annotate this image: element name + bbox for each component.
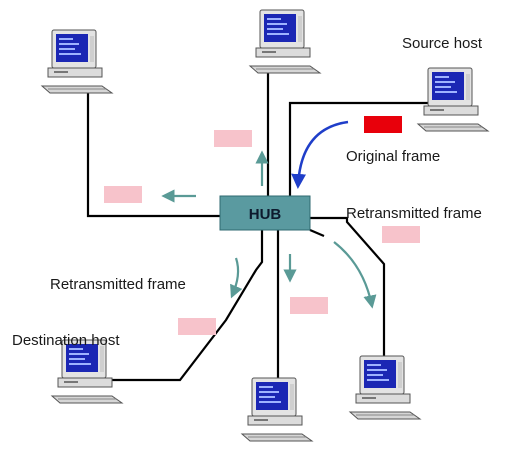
retransmitted-frame-bottom xyxy=(290,297,328,314)
cable-right-top xyxy=(310,216,386,375)
retransmit-arrow-right xyxy=(333,241,377,309)
retransmitted-frame-top xyxy=(214,130,252,147)
computer-source-host xyxy=(417,67,489,132)
retransmitted-frame-right-label: Retransmitted frame xyxy=(346,205,482,222)
cable-right-bottom xyxy=(309,228,325,238)
retransmitted-frame-dest xyxy=(178,318,216,335)
original-frame-label: Original frame xyxy=(346,148,440,165)
source-host-label: Source host xyxy=(402,35,483,52)
hub-label: HUB xyxy=(249,206,282,223)
computer-top-left xyxy=(41,29,113,94)
retransmitted-frame-right xyxy=(382,226,420,243)
cable-top-left-host xyxy=(70,90,220,218)
computer-top xyxy=(249,9,321,74)
cable-destination-host xyxy=(112,230,264,382)
retransmit-arrow-dest xyxy=(230,257,243,299)
computer-destination-host xyxy=(51,339,123,404)
retransmitted-frame-left xyxy=(104,186,142,203)
hub: HUB xyxy=(219,195,311,231)
hub-box xyxy=(219,195,311,231)
computer-bottom-right xyxy=(349,355,421,420)
cable-source-host xyxy=(288,101,428,196)
original-frame-arrow xyxy=(291,120,349,189)
retransmitted-frame-left-label: Retransmitted frame xyxy=(50,276,186,293)
destination-host-label: Destination host xyxy=(12,332,120,349)
computer-bottom xyxy=(241,377,313,442)
original-frame xyxy=(364,116,402,133)
